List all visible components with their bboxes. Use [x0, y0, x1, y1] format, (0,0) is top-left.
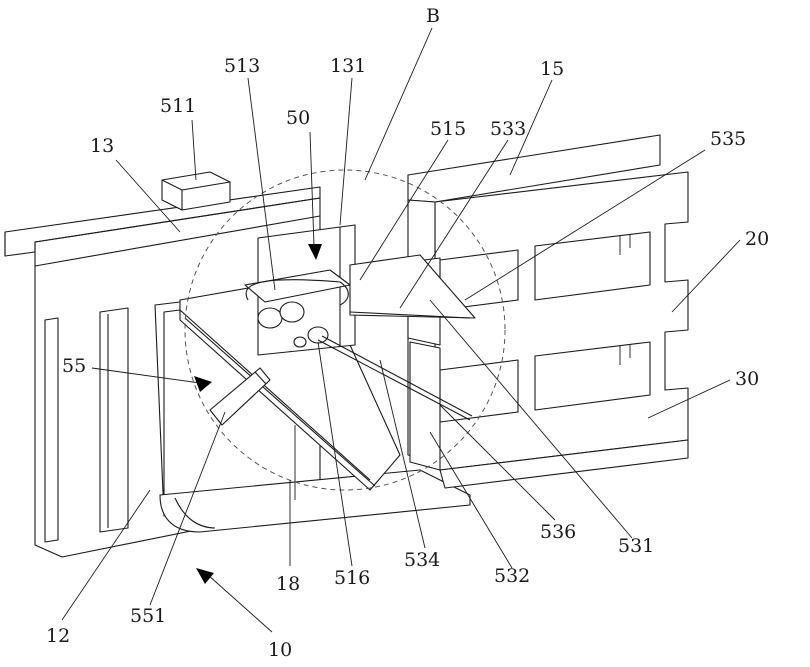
label-13: 13 [90, 135, 114, 157]
label-515: 515 [430, 118, 466, 140]
leader-lines [61, 27, 741, 621]
label-511: 511 [160, 95, 196, 117]
detail-circle-b [184, 169, 506, 491]
label-516: 516 [334, 567, 370, 589]
side-panel-532 [409, 341, 441, 471]
lever-535 [349, 254, 476, 319]
frame-15 [407, 134, 661, 203]
label-531: 531 [618, 535, 654, 557]
label-30: 30 [735, 368, 759, 390]
label-534: 534 [404, 549, 440, 571]
label-551: 551 [130, 605, 166, 627]
frame-20-30 [407, 171, 689, 489]
label-18: 18 [276, 573, 300, 595]
needle-534 [317, 335, 473, 421]
label-15: 15 [540, 58, 564, 80]
label-131: 131 [330, 55, 366, 77]
label-535: 535 [710, 128, 746, 150]
label-B: B [426, 5, 440, 27]
labels: B 513 131 15 511 50 515 533 535 13 20 55… [46, 5, 769, 661]
roller-assembly [244, 269, 351, 348]
label-533: 533 [490, 118, 526, 140]
block-511 [161, 171, 231, 211]
arrows [91, 131, 322, 633]
label-55: 55 [62, 355, 86, 377]
label-10: 10 [268, 639, 292, 661]
label-513: 513 [224, 55, 260, 77]
label-536: 536 [540, 521, 576, 543]
label-50: 50 [286, 107, 310, 129]
tube-551 [209, 367, 271, 426]
label-12: 12 [46, 625, 70, 647]
label-532: 532 [494, 565, 530, 587]
label-20: 20 [745, 228, 769, 250]
